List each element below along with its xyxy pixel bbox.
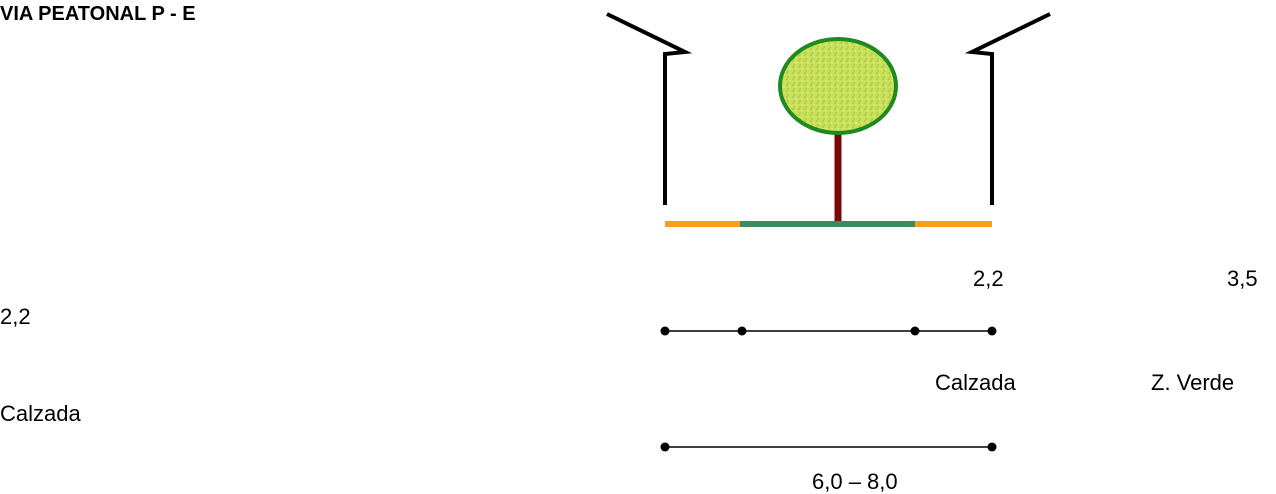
right-width-label: 2,2	[0, 304, 31, 329]
middle-width-label: 3,5	[1227, 266, 1258, 291]
dimension-tick	[910, 326, 920, 336]
tree-icon	[778, 37, 898, 222]
total-dimension-line	[660, 442, 997, 452]
zone-left-label: Calzada	[935, 370, 1016, 395]
dimension-tick	[660, 326, 670, 336]
dimension-tick	[987, 442, 997, 452]
building-right-icon	[964, 12, 1051, 205]
dimension-tick	[737, 326, 747, 336]
building-left-icon	[606, 12, 693, 205]
diagram-title: VIA PEATONAL P - E	[0, 3, 196, 25]
dimension-tick	[660, 442, 670, 452]
left-width-label: 2,2	[973, 266, 1004, 291]
zone-middle-label: Z. Verde	[1151, 370, 1235, 395]
segment-dimension-line	[660, 326, 997, 336]
dimension-tick	[987, 326, 997, 336]
zone-right-label: Calzada	[0, 401, 81, 426]
total-width-label: 6,0 – 8,0	[812, 469, 898, 494]
